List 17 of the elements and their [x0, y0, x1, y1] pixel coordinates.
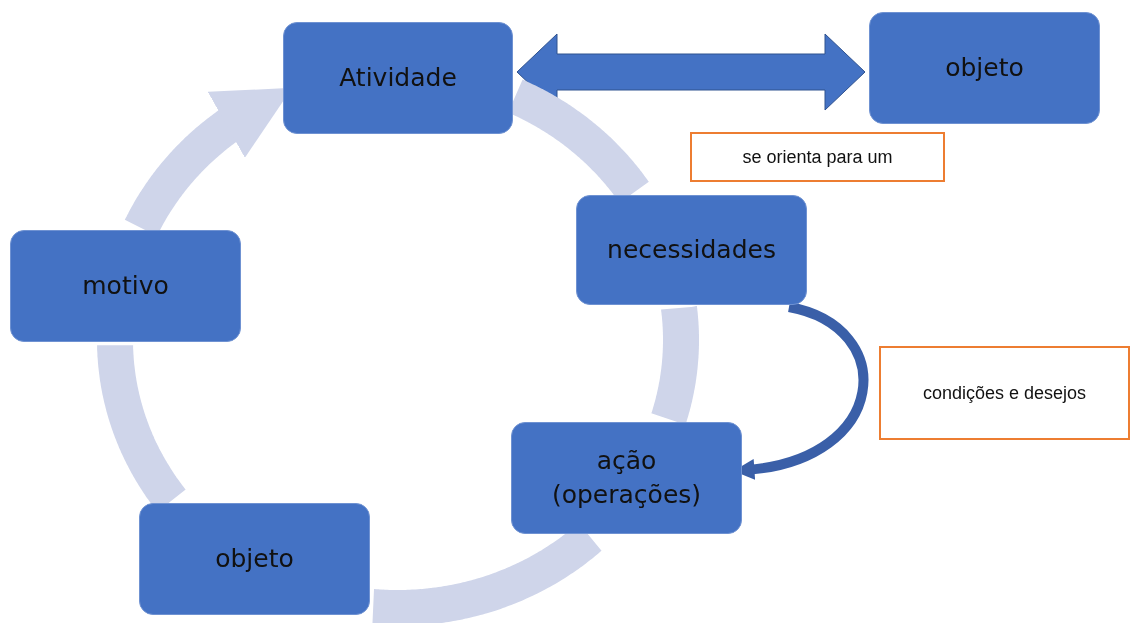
- process-box: [869, 12, 1100, 124]
- double-arrow: [516, 33, 866, 111]
- node-label: necessidades: [606, 234, 777, 267]
- node-label: se orienta para um: [741, 146, 894, 168]
- process-box: [139, 503, 370, 615]
- node-label: objeto: [944, 52, 1025, 85]
- node-label: Atividade: [338, 62, 458, 95]
- process-box: [576, 195, 807, 305]
- process-box: [511, 422, 742, 534]
- process-box: [10, 230, 241, 342]
- process-box: [283, 22, 513, 134]
- node-label: condições e desejos: [921, 382, 1088, 404]
- note-box: [879, 346, 1130, 440]
- node-label: ação (operações): [550, 445, 703, 511]
- node-label: objeto: [214, 543, 295, 576]
- note-box: [690, 132, 945, 182]
- node-label: motivo: [81, 270, 170, 303]
